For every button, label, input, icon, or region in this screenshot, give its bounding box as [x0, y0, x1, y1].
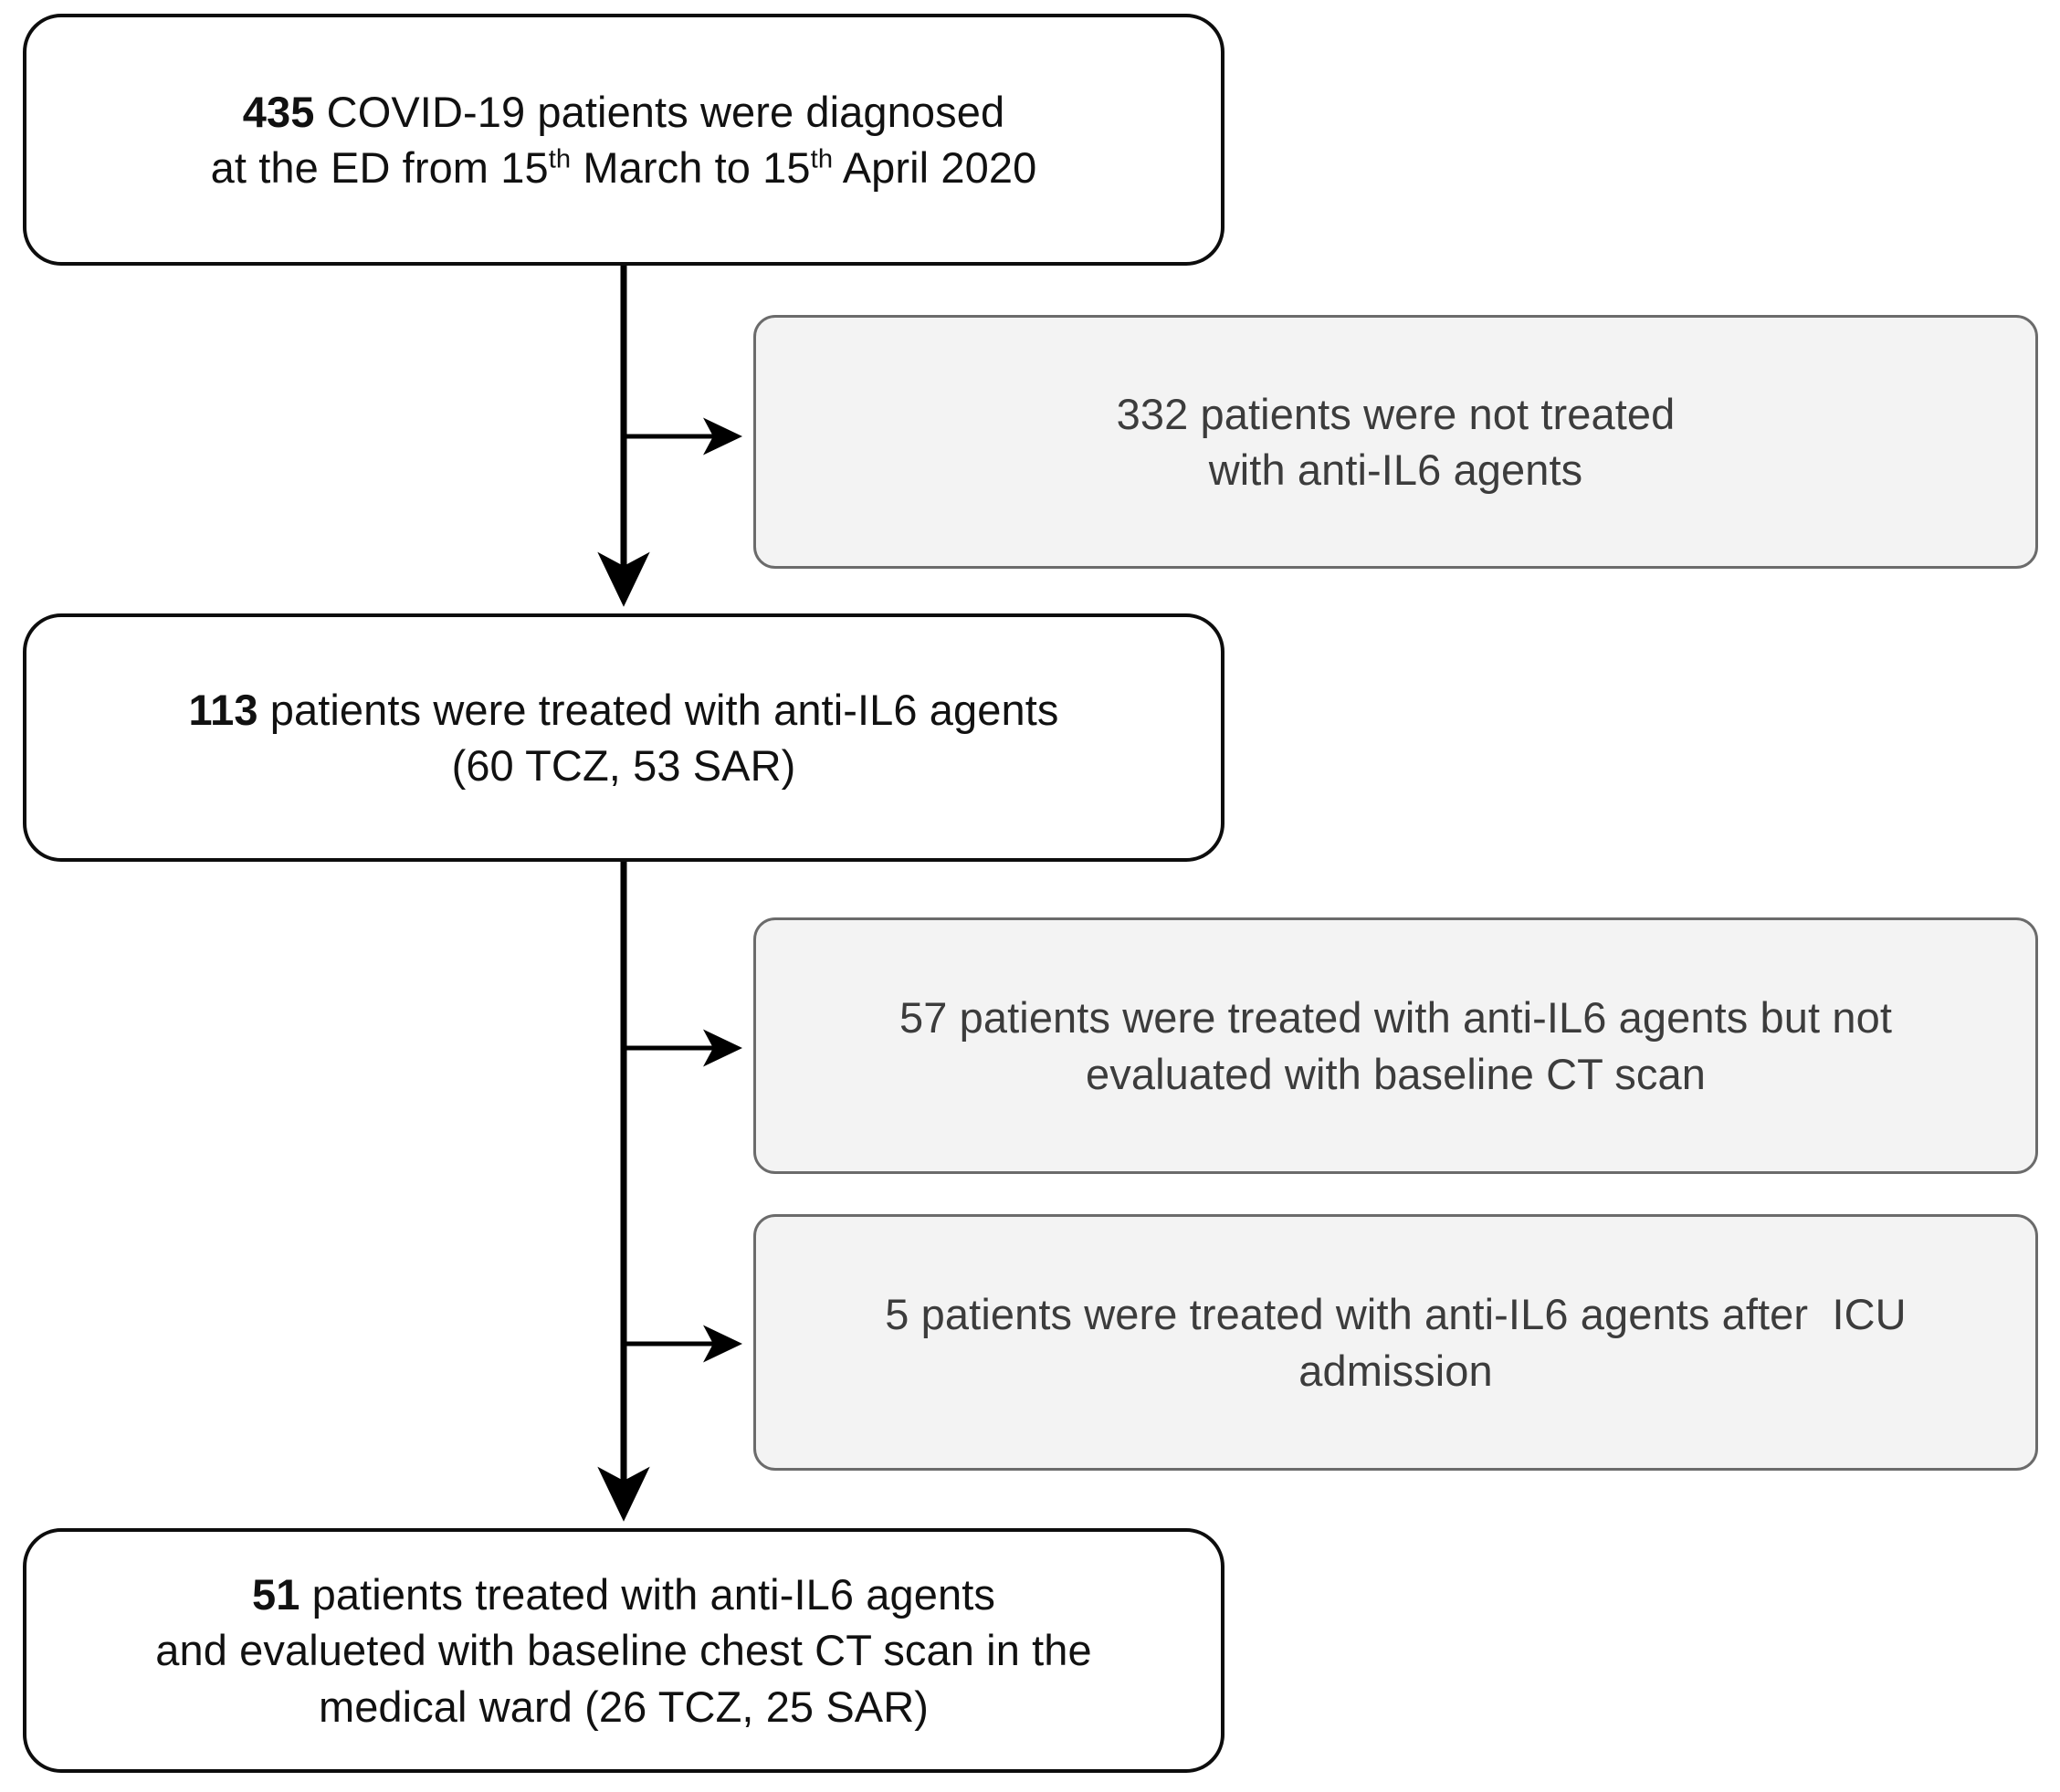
node-enrolled-sup-1: th: [548, 144, 572, 174]
node-enrolled-line2-mid: March to 15: [571, 143, 811, 192]
node-post-icu-admission: 5 patients were treated with anti-IL6 ag…: [753, 1214, 2038, 1471]
node-treated-patients: 113 patients were treated with anti-IL6 …: [23, 613, 1224, 862]
node-not-treated-line1: 332 patients were not treated: [1116, 389, 1676, 438]
node-no-baseline-ct-line2: evaluated with baseline CT scan: [1086, 1049, 1706, 1098]
node-enrolled-count: 435: [242, 87, 315, 136]
node-enrolled-sup-2: th: [810, 144, 834, 174]
node-treated-line2: (60 TCZ, 53 SAR): [451, 741, 796, 790]
node-treated-count: 113: [188, 685, 258, 734]
node-enrolled-patients: 435 COVID-19 patients were diagnosed at t…: [23, 14, 1224, 266]
node-not-treated-text: 332 patients were not treated with anti-I…: [1093, 386, 1699, 498]
node-enrolled-line2-pre: at the ED from 15: [210, 143, 549, 192]
node-not-treated: 332 patients were not treated with anti-I…: [753, 315, 2038, 569]
node-no-baseline-ct-text: 57 patients were treated with anti-IL6 a…: [876, 990, 1916, 1101]
node-final-cohort-line2: and evalueted with baseline chest CT sca…: [155, 1626, 1092, 1675]
node-enrolled-line1-rest: COVID-19 patients were diagnosed: [314, 87, 1005, 136]
node-post-icu-line1: 5 patients were treated with anti-IL6 ag…: [885, 1290, 1907, 1339]
node-treated-line1-rest: patients were treated with anti-IL6 agen…: [258, 685, 1059, 734]
node-no-baseline-ct: 57 patients were treated with anti-IL6 a…: [753, 917, 2038, 1174]
node-final-cohort-line1-rest: patients treated with anti-IL6 agents: [300, 1570, 995, 1619]
node-final-cohort: 51 patients treated with anti-IL6 agents…: [23, 1528, 1224, 1773]
node-enrolled-text: 435 COVID-19 patients were diagnosed at t…: [187, 84, 1061, 195]
node-final-cohort-text: 51 patients treated with anti-IL6 agents…: [131, 1567, 1116, 1734]
node-treated-text: 113 patients were treated with anti-IL6 …: [164, 682, 1082, 793]
node-post-icu-line2: admission: [1298, 1346, 1493, 1395]
node-post-icu-text: 5 patients were treated with anti-IL6 ag…: [861, 1286, 1929, 1398]
node-no-baseline-ct-line1: 57 patients were treated with anti-IL6 a…: [899, 993, 1892, 1043]
node-not-treated-line2: with anti-IL6 agents: [1208, 445, 1583, 494]
node-enrolled-line2-post: April 2020: [833, 143, 1037, 192]
node-final-cohort-count: 51: [252, 1570, 300, 1619]
node-final-cohort-line3: medical ward (26 TCZ, 25 SAR): [318, 1682, 930, 1731]
